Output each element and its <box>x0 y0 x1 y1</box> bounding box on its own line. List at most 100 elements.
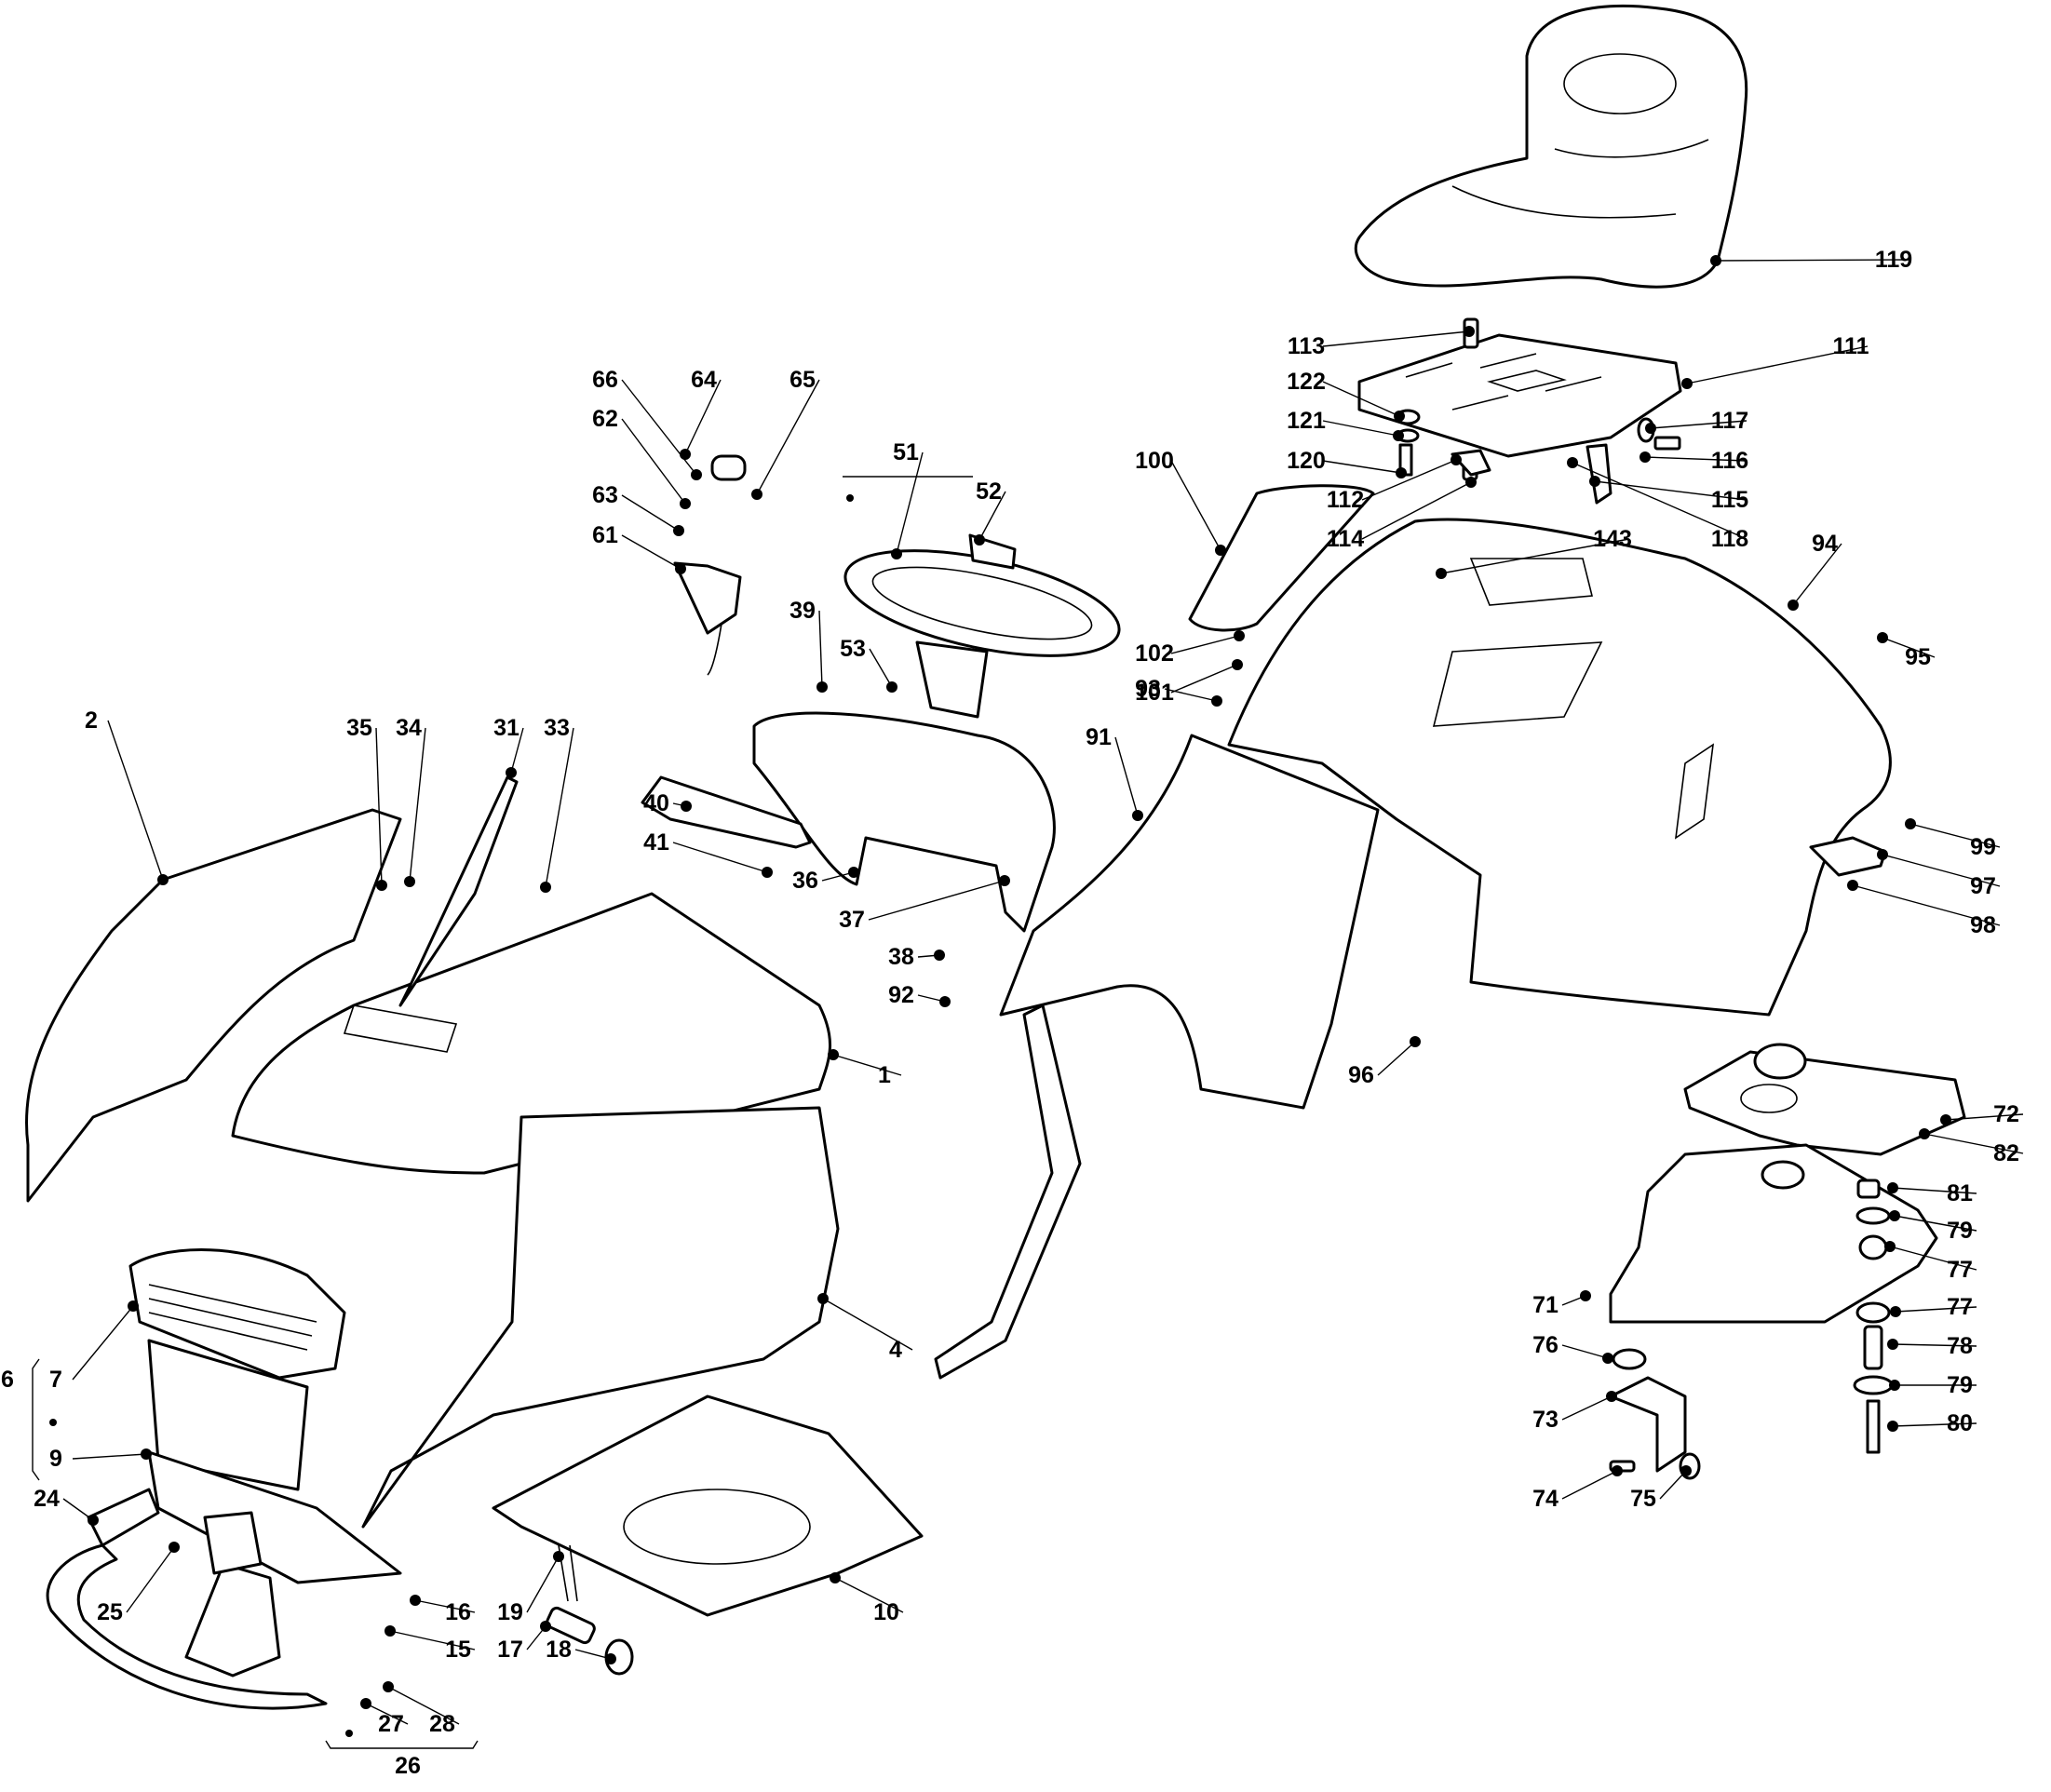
leader-line <box>1322 330 1470 347</box>
callout-label: 51 <box>893 439 919 465</box>
leader-dot <box>673 525 684 536</box>
leader-dot <box>817 1293 829 1304</box>
leader-line <box>375 727 383 886</box>
fuel-tank-tray-part <box>1683 1043 1966 1156</box>
leader-dot <box>830 1572 841 1583</box>
leader-line <box>1170 460 1221 551</box>
callout-label: 76 <box>1532 1332 1558 1358</box>
leader-line <box>756 379 820 495</box>
rear-fender-part <box>1227 518 1892 1017</box>
leader-line <box>1377 1041 1416 1076</box>
leader-dot <box>1589 476 1600 487</box>
callout-52: 52 <box>974 478 1006 546</box>
callout-label: 92 <box>888 982 914 1008</box>
leader-line <box>832 1054 902 1076</box>
leader-line <box>1561 1344 1609 1359</box>
leader-line <box>1322 420 1399 437</box>
bracket-6 <box>32 1358 40 1481</box>
callout-label: 38 <box>888 944 914 970</box>
leader-dot <box>848 867 859 878</box>
callout-116: 116 <box>1639 448 1748 474</box>
leader-line <box>1889 1246 1977 1271</box>
leader-line <box>1644 456 1747 462</box>
callout-117: 117 <box>1645 408 1748 434</box>
throttle-lever-part <box>673 454 747 676</box>
callout-94: 94 <box>1788 531 1842 611</box>
leader-line <box>1572 462 1747 540</box>
callout-17: 17 <box>497 1621 551 1663</box>
fuel-tank-hardware <box>1609 1179 1894 1480</box>
bumper-part <box>46 1511 328 1710</box>
callout-label: 53 <box>840 636 866 662</box>
callout-label: 18 <box>546 1637 572 1663</box>
leader-line <box>510 727 524 774</box>
leader-dot <box>553 1551 564 1562</box>
leader-dot <box>128 1300 139 1312</box>
callout-label: 97 <box>1970 873 1996 899</box>
leader-line <box>621 534 681 570</box>
callout-label: 15 <box>445 1637 471 1663</box>
callout-label: 119 <box>1875 247 1912 273</box>
callout-label: 100 <box>1135 448 1174 474</box>
leader-dot <box>376 880 387 891</box>
leader-dot <box>974 534 985 546</box>
callout-99: 99 <box>1905 818 2001 860</box>
cover-100-part <box>1188 484 1375 632</box>
callout-label: 73 <box>1532 1407 1558 1433</box>
callout-label: 7 <box>49 1367 62 1393</box>
callout-121: 121 <box>1287 408 1404 441</box>
leader-dot <box>751 489 762 500</box>
leader-dot <box>404 876 415 887</box>
leader-line <box>1322 381 1400 417</box>
callout-label: 62 <box>592 406 618 432</box>
bracket-26 <box>325 1740 479 1749</box>
callout-26: 26 <box>395 1753 421 1779</box>
leader-line <box>1561 1395 1612 1421</box>
leader-line <box>1164 688 1218 702</box>
callout-label: 19 <box>497 1599 523 1625</box>
callout-label: 122 <box>1287 369 1326 395</box>
callout-31: 31 <box>493 715 524 778</box>
callout-9: 9 <box>49 1446 152 1472</box>
callout-label: 6 <box>1 1367 14 1393</box>
callout-label: 95 <box>1905 644 1931 670</box>
callout-label: 34 <box>396 715 422 741</box>
callout-2: 2 <box>85 707 169 885</box>
leader-line <box>1895 1306 1977 1313</box>
leader-line <box>545 727 574 888</box>
leader-line <box>72 1305 134 1381</box>
leader-dot <box>1394 411 1405 422</box>
leader-line <box>574 1649 612 1660</box>
callout-79: 79 <box>1889 1210 1977 1244</box>
callout-label: 63 <box>592 482 618 508</box>
leader-dot <box>1215 545 1226 556</box>
leader-dot <box>540 1621 551 1632</box>
callout-73: 73 <box>1532 1391 1617 1433</box>
leader-dot <box>141 1448 152 1460</box>
leader-dot <box>1234 630 1245 641</box>
callout-97: 97 <box>1877 849 2001 899</box>
callout-122: 122 <box>1287 369 1405 422</box>
leader-dot <box>1645 423 1656 434</box>
leader-line <box>72 1453 147 1460</box>
leader-dot <box>1940 1114 1951 1125</box>
leader-line <box>409 727 426 883</box>
leader-line <box>1361 481 1472 540</box>
leader-dot <box>360 1698 371 1709</box>
leader-line <box>1892 1187 1977 1194</box>
callout-33: 33 <box>540 715 574 893</box>
leader-line <box>822 1298 913 1351</box>
leader-dot <box>1602 1353 1613 1364</box>
callout-111: 111 <box>1681 333 1869 389</box>
callout-96: 96 <box>1348 1036 1421 1088</box>
callout-label: 64 <box>691 367 717 393</box>
callout-71: 71 <box>1532 1290 1591 1318</box>
callout-10: 10 <box>830 1572 904 1625</box>
callout-115: 115 <box>1589 476 1748 513</box>
leader-line <box>1792 543 1842 606</box>
callout-label: 4 <box>889 1337 902 1363</box>
group-dot-26 <box>345 1730 353 1737</box>
hitch-pin-part <box>546 1544 634 1676</box>
